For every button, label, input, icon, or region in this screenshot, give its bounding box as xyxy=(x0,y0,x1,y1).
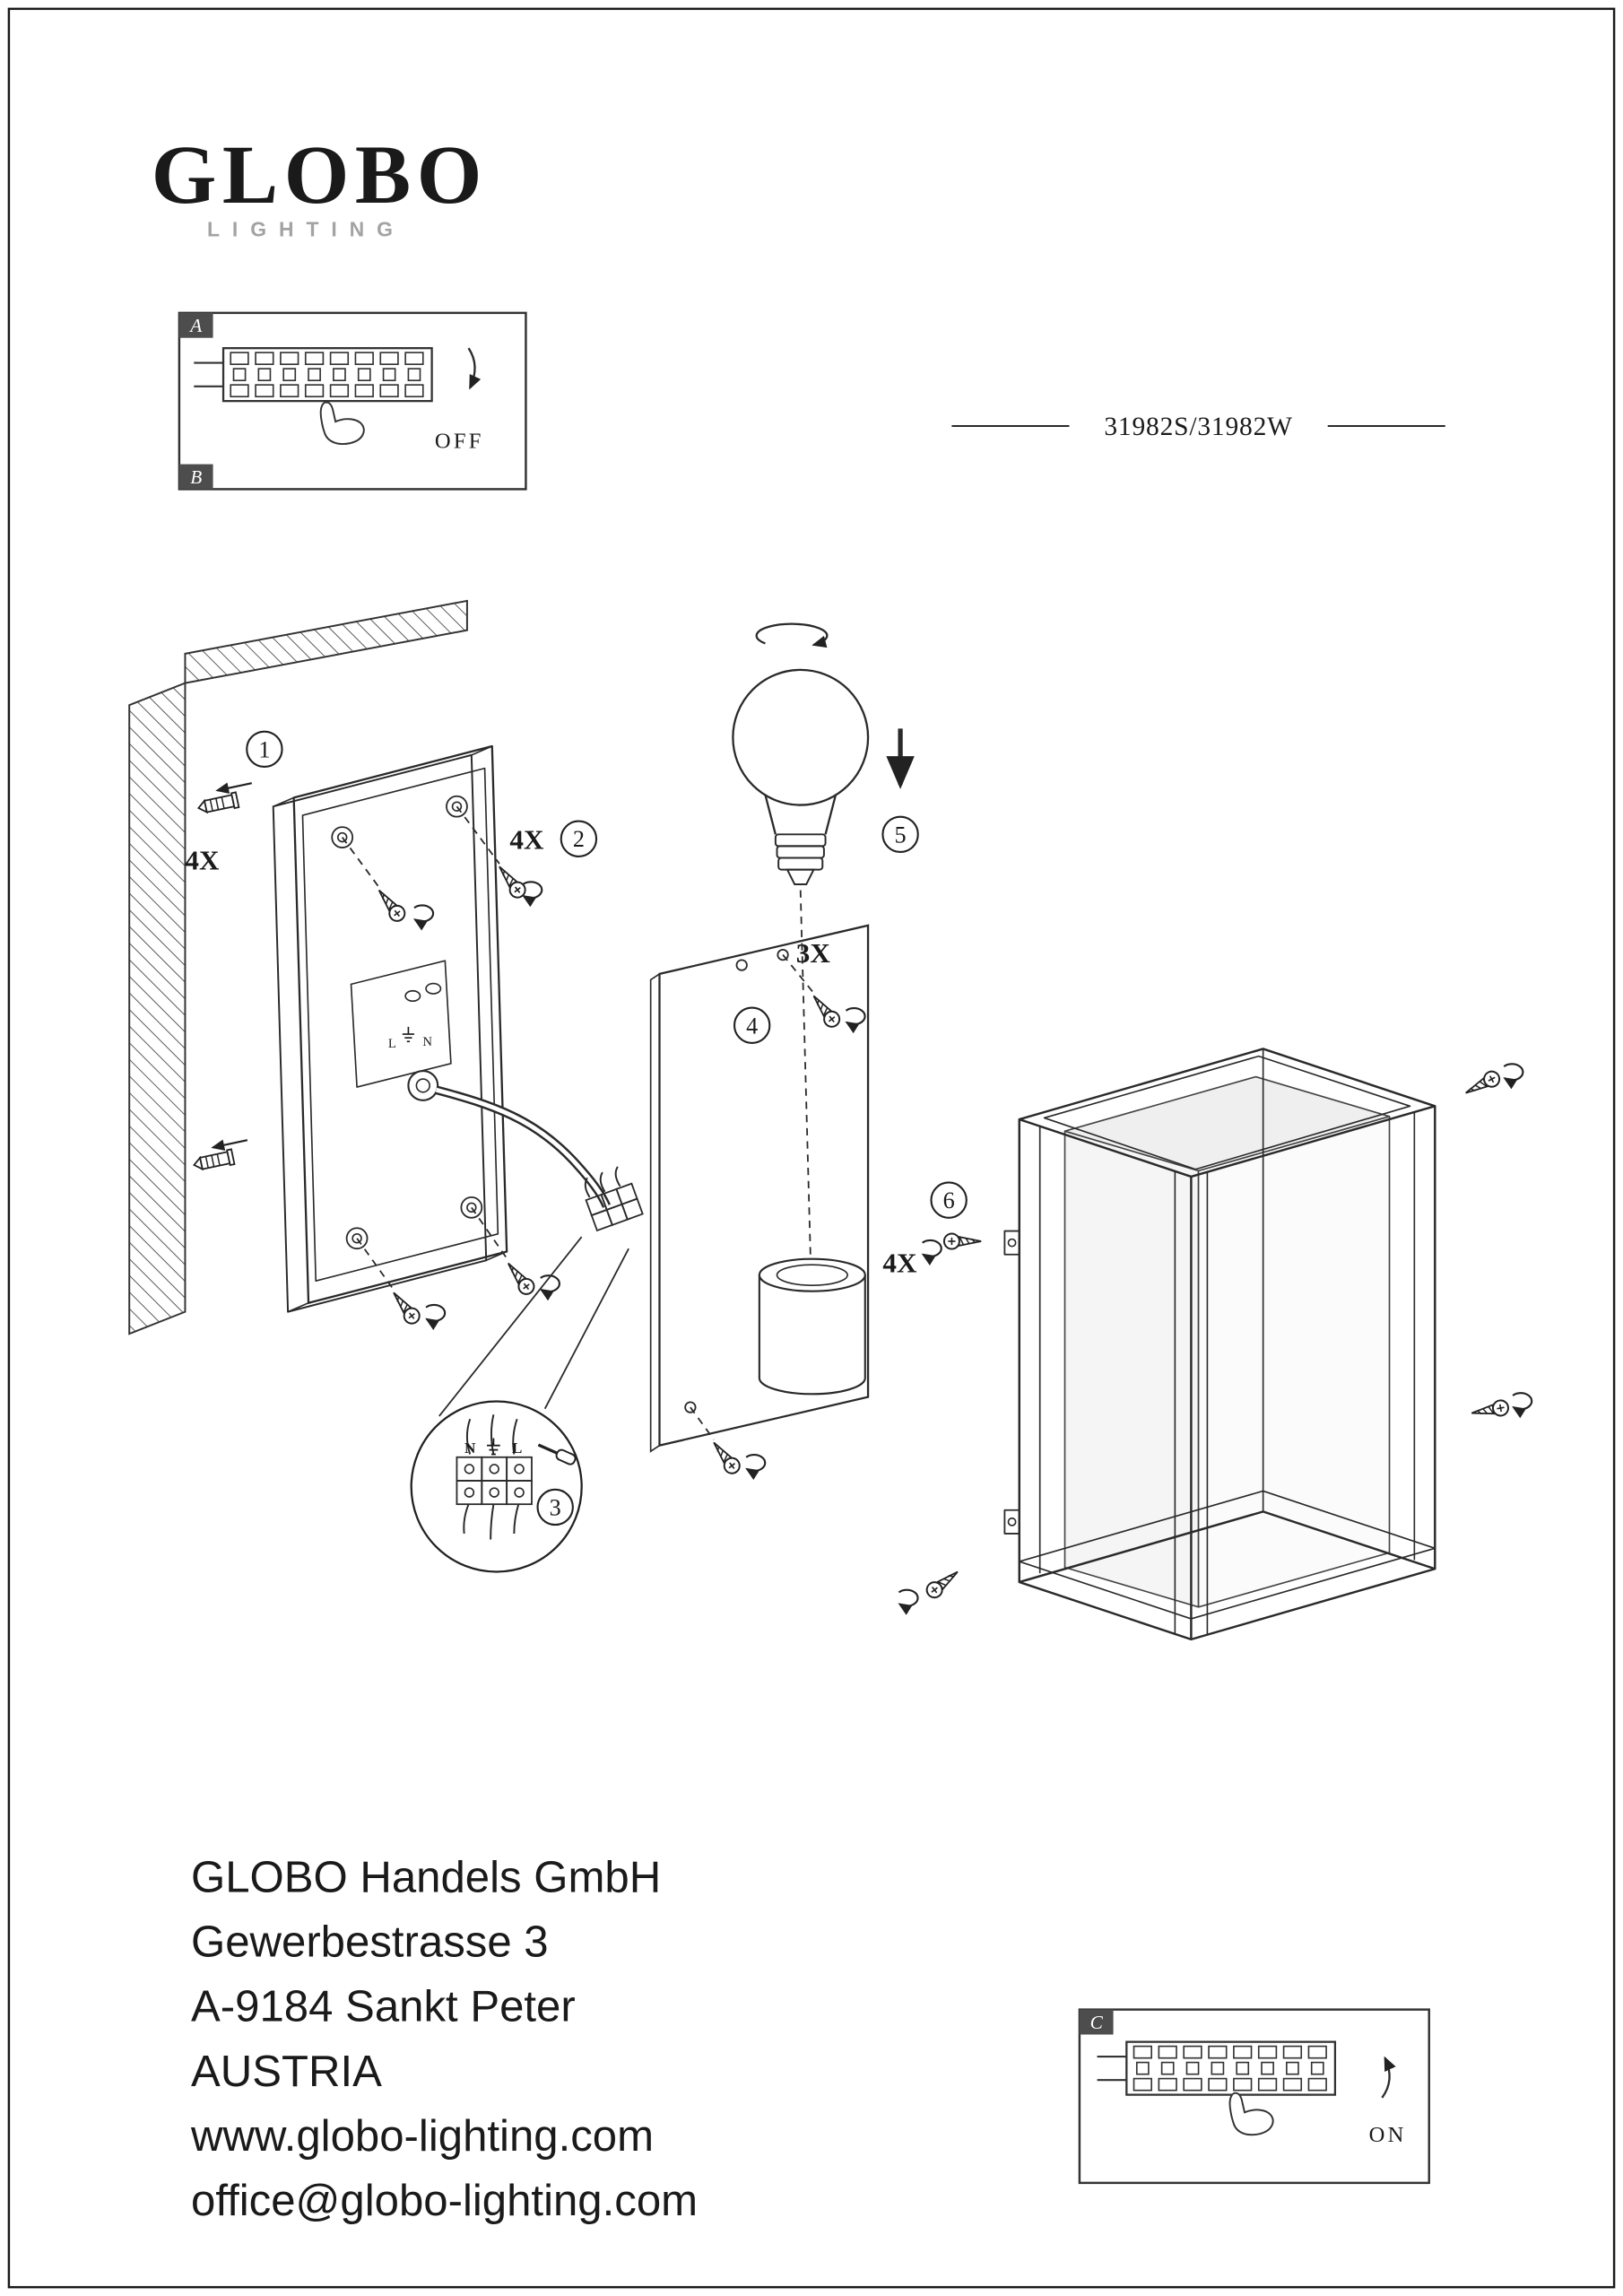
label-a: A xyxy=(188,315,203,336)
screw-icon xyxy=(942,1232,983,1250)
anchors-qty-label: 4X xyxy=(185,845,220,876)
panel-c-power-on: C ON xyxy=(1078,2008,1430,2185)
label-c: C xyxy=(1090,2012,1104,2033)
rotation-arrow-icon xyxy=(414,905,433,921)
wall-anchor-icon xyxy=(191,1139,248,1174)
website-link[interactable]: www.globo-lighting.com xyxy=(190,2112,654,2161)
earth-icon xyxy=(402,1026,414,1043)
rotation-arrow-icon xyxy=(923,1240,942,1257)
screw-icon xyxy=(806,990,844,1031)
bulb-guide-line xyxy=(799,890,812,1266)
label-a-badge xyxy=(178,312,213,338)
svg-text:5: 5 xyxy=(895,822,907,848)
fixture-back-panel xyxy=(649,924,870,1453)
logo-subtitle: LIGHTING xyxy=(207,218,405,241)
rotation-arrow-icon xyxy=(846,1008,864,1024)
logo-wordmark: GLOBO xyxy=(152,129,488,222)
mounting-lug xyxy=(1003,1509,1020,1535)
wall-anchor-icon xyxy=(195,782,253,817)
model-number-row: 31982S/31982W xyxy=(951,413,1445,441)
detail-leader-line xyxy=(438,1236,583,1417)
terminal-live-label: L xyxy=(512,1439,522,1457)
terminal-neutral-label: N xyxy=(464,1439,476,1457)
rotation-arrow-icon xyxy=(746,1455,765,1471)
svg-text:2: 2 xyxy=(573,826,585,852)
breaker-strip-icon xyxy=(194,348,431,401)
wiring-detail: N L xyxy=(410,1400,583,1573)
light-bulb xyxy=(732,622,870,885)
off-label: OFF xyxy=(435,430,484,454)
screw-icon xyxy=(923,1564,964,1602)
city-line: A-9184 Sankt Peter xyxy=(191,1983,576,2031)
step-4-marker: 4 xyxy=(733,1006,771,1044)
panel-screws xyxy=(690,954,865,1478)
plate-screws xyxy=(341,805,560,1328)
address-block: GLOBO Handels GmbH Gewerbestrasse 3 A-91… xyxy=(190,1854,698,2225)
screw-icon xyxy=(707,1437,744,1478)
breaker-strip-icon xyxy=(1098,2042,1335,2095)
screwdriver-icon xyxy=(537,1443,577,1465)
svg-text:4: 4 xyxy=(746,1013,758,1039)
rotation-arrow-icon xyxy=(1513,1393,1532,1409)
cable-entry xyxy=(407,1069,439,1101)
screw-icon xyxy=(1461,1067,1504,1101)
on-label: ON xyxy=(1369,2123,1407,2147)
model-number: 31982S/31982W xyxy=(1104,413,1292,441)
knockout-area xyxy=(350,960,452,1088)
step-1-marker: 1 xyxy=(246,730,283,769)
screw-icon xyxy=(492,861,530,902)
street-line: Gewerbestrasse 3 xyxy=(191,1918,549,1967)
rotation-arrow-icon xyxy=(426,1305,445,1321)
label-b: B xyxy=(190,466,202,488)
step-6-marker: 6 xyxy=(930,1181,968,1219)
panel-ab-power-off: A B OFF xyxy=(178,311,527,491)
mains-cable xyxy=(435,1085,612,1208)
lamp-cage xyxy=(1003,1048,1436,1641)
rotation-arrow-icon xyxy=(1504,1064,1523,1080)
detail-leader-line xyxy=(543,1248,629,1410)
company-name: GLOBO Handels GmbH xyxy=(191,1854,661,1902)
lamp-socket xyxy=(758,1257,866,1396)
wall xyxy=(128,599,468,1335)
rotate-down-arrow-icon xyxy=(467,347,482,390)
earth-icon xyxy=(487,1438,500,1456)
assembly-diagram: 4X L xyxy=(128,599,1532,1641)
logo: GLOBO LIGHTING xyxy=(152,129,488,241)
email-link[interactable]: office@globo-lighting.com xyxy=(191,2177,698,2225)
screw-icon xyxy=(386,1287,424,1328)
country-line: AUSTRIA xyxy=(191,2048,382,2096)
step-3-marker: 3 xyxy=(536,1488,574,1526)
page-border xyxy=(7,7,1616,2289)
plate-live-mark: L xyxy=(388,1037,396,1051)
plate-neutral-mark: N xyxy=(422,1035,432,1049)
panel-screws-qty-label: 3X xyxy=(796,937,831,969)
label-c-badge xyxy=(1079,2009,1114,2035)
plate-screws-qty-label: 4X xyxy=(509,824,544,856)
svg-text:3: 3 xyxy=(550,1494,561,1520)
label-b-badge xyxy=(178,464,213,490)
screw-posts xyxy=(331,795,483,1250)
rotate-up-arrow-icon xyxy=(1381,2056,1396,2099)
svg-text:6: 6 xyxy=(943,1187,955,1213)
screw-icon xyxy=(1469,1398,1511,1422)
mounting-lug xyxy=(1003,1230,1020,1256)
mounting-plate: L N xyxy=(272,744,612,1313)
rotation-arrow-icon xyxy=(898,1590,917,1606)
screw-icon xyxy=(371,884,409,926)
terminal-connector xyxy=(584,1166,644,1232)
svg-text:1: 1 xyxy=(258,736,270,762)
screw-icon xyxy=(501,1257,538,1299)
step-2-marker: 2 xyxy=(560,820,598,857)
step-5-marker: 5 xyxy=(881,815,919,854)
rotate-bulb-arrow-icon xyxy=(755,622,829,648)
cage-screws-qty-label: 4X xyxy=(882,1247,917,1278)
terminal-block xyxy=(456,1456,533,1506)
